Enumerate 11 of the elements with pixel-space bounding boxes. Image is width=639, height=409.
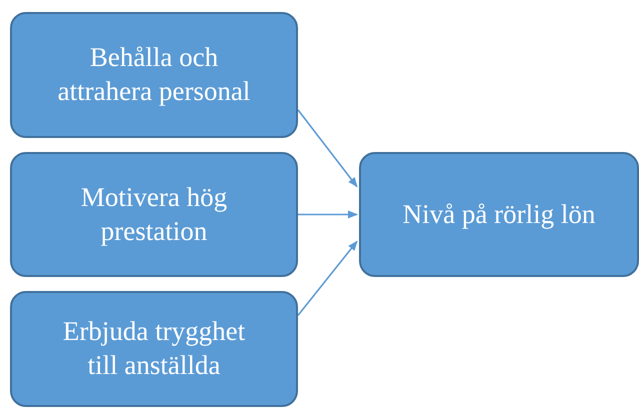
box-label: Motivera hög prestation bbox=[80, 180, 228, 248]
box-label: Erbjuda trygghet till anställda bbox=[62, 315, 246, 382]
box-label: Nivå på rörlig lön bbox=[402, 198, 596, 231]
arrow bbox=[297, 109, 358, 188]
process-box bbox=[359, 152, 639, 277]
box-label: Behålla och attrahera personal bbox=[56, 41, 252, 108]
process-box bbox=[10, 152, 298, 277]
process-box bbox=[10, 12, 298, 138]
arrow bbox=[298, 210, 358, 218]
arrow bbox=[297, 240, 358, 316]
process-box bbox=[10, 291, 298, 407]
